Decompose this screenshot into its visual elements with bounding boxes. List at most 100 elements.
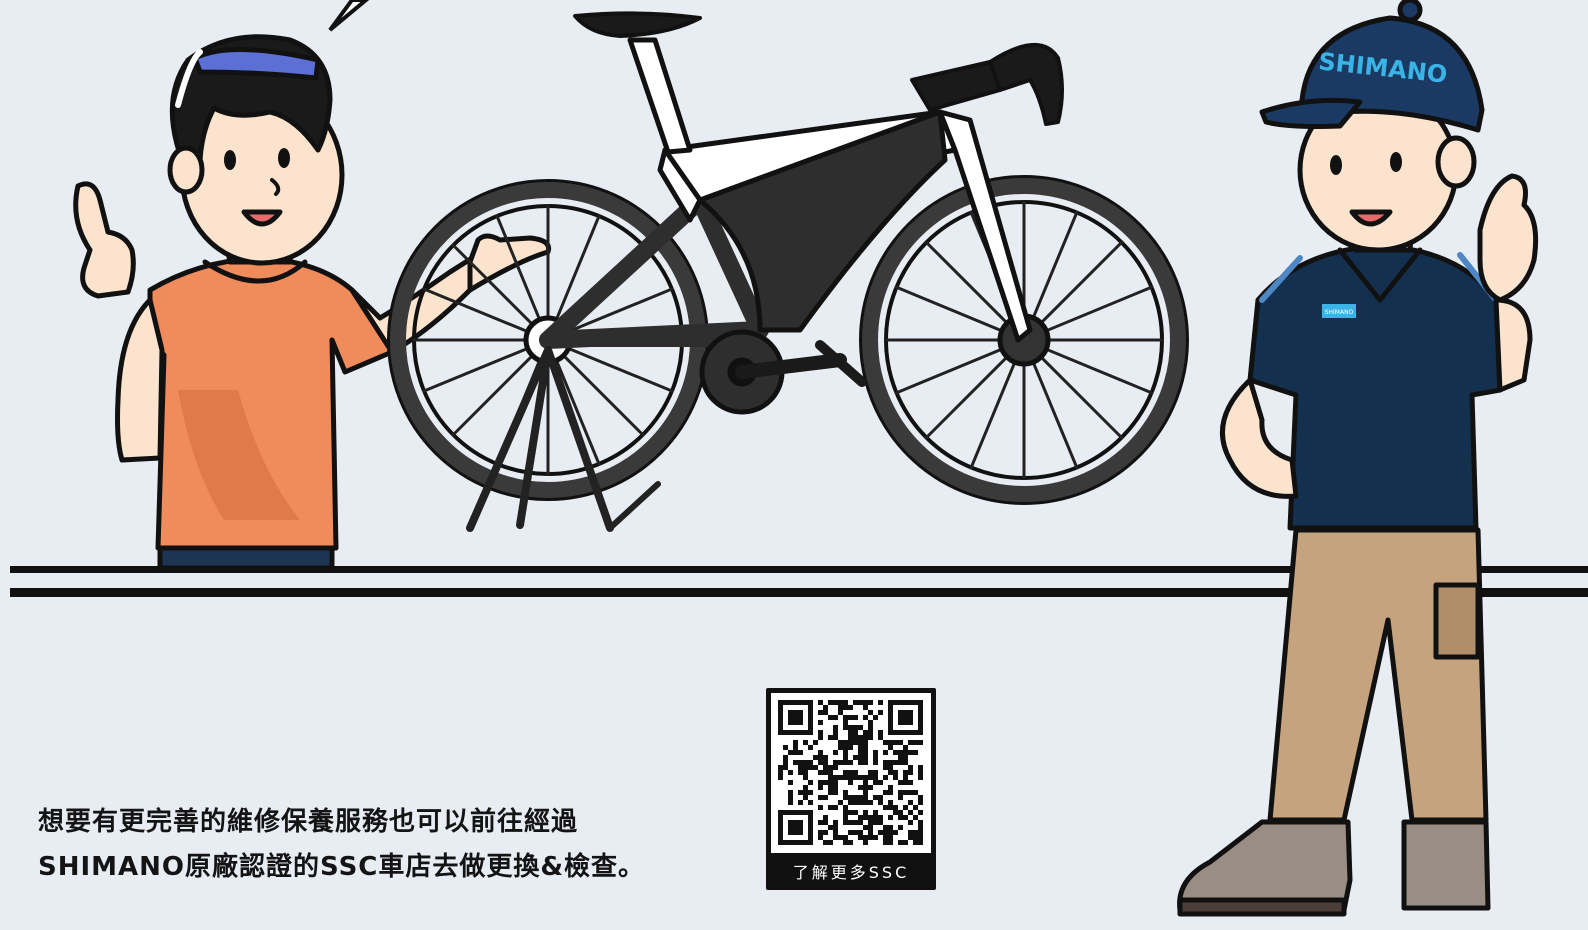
- qr-module: [863, 755, 868, 760]
- qr-module: [838, 760, 843, 765]
- qr-module: [903, 755, 908, 760]
- qr-module: [803, 785, 808, 790]
- qr-module: [893, 775, 898, 780]
- qr-module: [813, 765, 818, 770]
- qr-module: [833, 735, 838, 740]
- qr-module: [863, 700, 868, 705]
- qr-module: [818, 700, 823, 705]
- qr-module: [898, 760, 903, 765]
- ssc-qr-card[interactable]: 了解更多SSC: [766, 688, 936, 890]
- qr-module: [833, 730, 838, 735]
- qr-module: [843, 790, 848, 795]
- qr-module: [918, 825, 923, 830]
- qr-module: [903, 815, 908, 820]
- qr-module: [868, 775, 873, 780]
- qr-module: [843, 820, 848, 825]
- qr-module: [848, 735, 853, 740]
- qr-module: [878, 730, 883, 735]
- qr-module: [878, 830, 883, 835]
- qr-module: [863, 760, 868, 765]
- qr-module: [908, 740, 913, 745]
- qr-module: [888, 740, 893, 745]
- qr-module: [863, 840, 868, 845]
- qr-module: [868, 785, 873, 790]
- qr-module: [833, 805, 838, 810]
- qr-module: [863, 785, 868, 790]
- qr-module: [883, 790, 888, 795]
- qr-module: [913, 815, 918, 820]
- qr-module: [793, 740, 798, 745]
- qr-module: [903, 770, 908, 775]
- qr-module: [853, 820, 858, 825]
- qr-module: [883, 805, 888, 810]
- qr-module: [828, 715, 833, 720]
- qr-module: [893, 750, 898, 755]
- qr-code[interactable]: [771, 693, 931, 853]
- qr-module: [918, 770, 923, 775]
- qr-module: [873, 775, 878, 780]
- qr-module: [838, 710, 843, 715]
- qr-module: [788, 750, 793, 755]
- qr-module: [853, 755, 858, 760]
- qr-module: [788, 780, 793, 785]
- qr-module: [828, 770, 833, 775]
- qr-module: [843, 805, 848, 810]
- qr-module: [848, 725, 853, 730]
- qr-module: [868, 835, 873, 840]
- qr-module: [808, 745, 813, 750]
- qr-module: [838, 800, 843, 805]
- qr-module: [833, 830, 838, 835]
- qr-module: [863, 810, 868, 815]
- qr-module: [783, 755, 788, 760]
- qr-module: [888, 815, 893, 820]
- qr-module: [808, 780, 813, 785]
- qr-module: [793, 750, 798, 755]
- qr-module: [858, 775, 863, 780]
- qr-module: [898, 825, 903, 830]
- qr-module: [818, 760, 823, 765]
- qr-module: [913, 835, 918, 840]
- qr-module: [838, 835, 843, 840]
- qr-module: [903, 790, 908, 795]
- qr-module: [848, 810, 853, 815]
- qr-module: [858, 755, 863, 760]
- qr-module: [848, 705, 853, 710]
- qr-module: [908, 820, 913, 825]
- qr-module: [848, 830, 853, 835]
- qr-module: [908, 790, 913, 795]
- qr-module: [868, 725, 873, 730]
- qr-module: [898, 755, 903, 760]
- qr-module: [803, 795, 808, 800]
- qr-module: [843, 775, 848, 780]
- qr-module: [888, 800, 893, 805]
- qr-module: [833, 750, 838, 755]
- qr-module: [888, 825, 893, 830]
- qr-module: [823, 815, 828, 820]
- road-bike: [387, 11, 1189, 532]
- qr-module: [908, 830, 913, 835]
- qr-module: [863, 735, 868, 740]
- qr-module: [868, 735, 873, 740]
- qr-module: [813, 740, 818, 745]
- qr-label[interactable]: 了解更多SSC: [792, 863, 910, 882]
- qr-module: [818, 780, 823, 785]
- qr-module: [858, 745, 863, 750]
- qr-module: [863, 750, 868, 755]
- qr-module: [828, 765, 833, 770]
- qr-module: [913, 840, 918, 845]
- qr-module: [868, 720, 873, 725]
- qr-module: [878, 780, 883, 785]
- qr-module: [858, 785, 863, 790]
- qr-module: [788, 770, 793, 775]
- qr-module: [873, 795, 878, 800]
- qr-module: [828, 785, 833, 790]
- qr-module: [863, 825, 868, 830]
- qr-module: [883, 775, 888, 780]
- qr-module: [818, 720, 823, 725]
- qr-module: [843, 715, 848, 720]
- qr-module: [873, 835, 878, 840]
- qr-module: [868, 700, 873, 705]
- qr-module: [843, 700, 848, 705]
- caption-line-2: SHIMANO原廠認證的SSC車店去做更換&檢查。: [38, 852, 646, 882]
